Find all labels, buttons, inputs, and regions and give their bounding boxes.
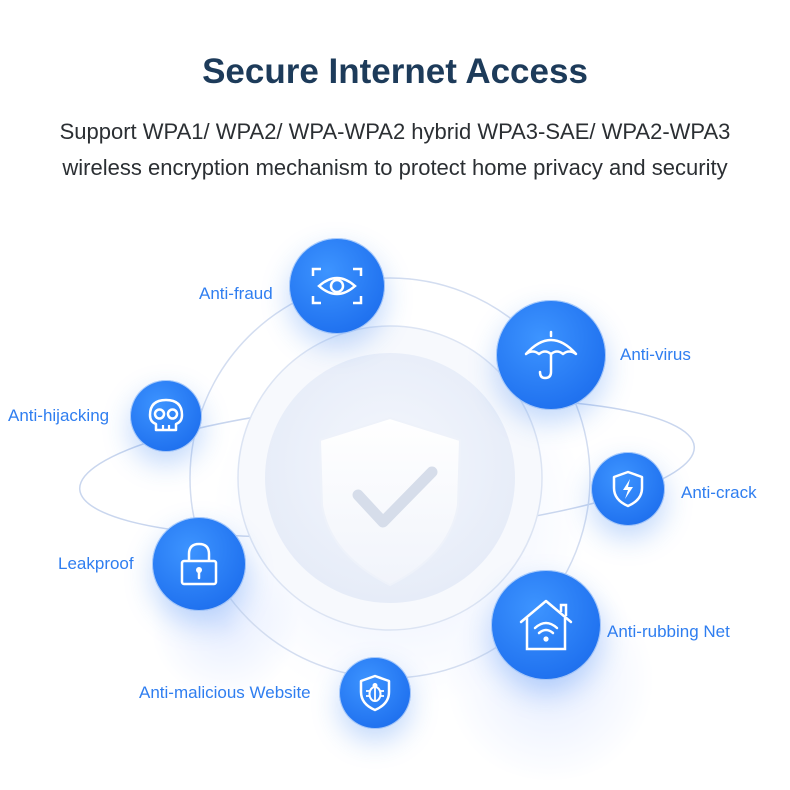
anti-hijacking-node[interactable] <box>130 380 202 452</box>
page-subtitle: Support WPA1/ WPA2/ WPA-WPA2 hybrid WPA3… <box>0 114 790 186</box>
shield-check-icon <box>318 416 462 587</box>
anti-malicious-website-label: Anti-malicious Website <box>139 683 311 702</box>
anti-rubbing-net-label: Anti-rubbing Net <box>607 622 730 641</box>
anti-hijacking-label: Anti-hijacking <box>8 406 110 425</box>
subtitle-line-2: wireless encryption mechanism to protect… <box>62 155 728 180</box>
anti-fraud-label: Anti-fraud <box>199 284 273 303</box>
skull-icon <box>148 398 184 432</box>
padlock-icon <box>180 542 218 586</box>
shield-lightning-icon <box>612 470 644 508</box>
subtitle-line-1: Support WPA1/ WPA2/ WPA-WPA2 hybrid WPA3… <box>59 119 731 144</box>
anti-crack-label: Anti-crack <box>681 483 757 502</box>
shield-bug-icon <box>359 674 391 712</box>
anti-virus-node[interactable] <box>496 300 606 410</box>
anti-malicious-website-node[interactable] <box>339 657 411 729</box>
anti-rubbing-net-node[interactable] <box>491 570 601 680</box>
anti-fraud-node[interactable] <box>289 238 385 334</box>
leakproof-node[interactable] <box>152 517 246 611</box>
anti-virus-label: Anti-virus <box>620 345 691 364</box>
umbrella-icon <box>524 330 578 380</box>
eye-scan-icon <box>311 267 363 305</box>
page-title: Secure Internet Access <box>202 52 588 91</box>
home-wifi-icon <box>519 599 573 651</box>
anti-crack-node[interactable] <box>591 452 665 526</box>
leakproof-label: Leakproof <box>58 554 134 573</box>
